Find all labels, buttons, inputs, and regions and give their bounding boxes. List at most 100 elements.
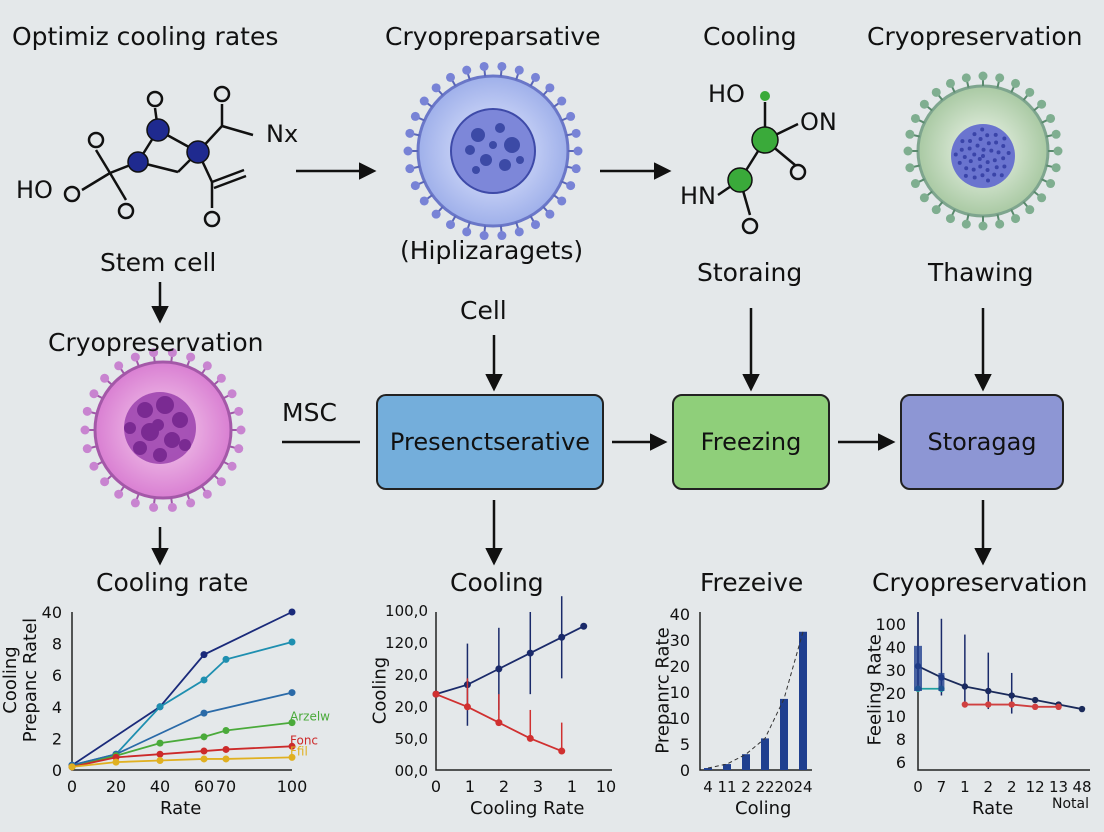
- chart1-point: [200, 709, 208, 717]
- chart4-x-tick: 13: [1049, 778, 1068, 796]
- mol1-ho: HO: [16, 176, 53, 204]
- cell-spike-bead: [1025, 87, 1035, 97]
- cell-spike-bead: [531, 220, 540, 230]
- chart1-series-line: [71, 745, 293, 768]
- chart2-y-tick: 50,0: [395, 730, 428, 748]
- nucleus-dot: [480, 154, 492, 166]
- chart3-y-tick: 0: [680, 761, 690, 780]
- chart4-x-tick: 7: [937, 778, 947, 796]
- nucleus-dot: [1001, 144, 1006, 149]
- label-msc: MSC: [282, 398, 337, 427]
- nucleus-dot: [953, 152, 958, 157]
- nucleus-dot: [980, 173, 985, 178]
- chart3-x-tick: 24: [793, 778, 812, 796]
- chart1-series-line: [71, 611, 293, 767]
- box-storagag: Storagag: [900, 394, 1064, 490]
- nucleus-dot: [986, 141, 991, 146]
- nucleus-dot: [972, 152, 977, 157]
- cell-spike-bead: [234, 406, 244, 416]
- nucleus-dot: [985, 133, 990, 138]
- chart3-x-tick: 4: [703, 778, 713, 796]
- chart1-legend-label: Fonc: [290, 733, 318, 747]
- chart2-series-line: [435, 625, 585, 696]
- cell-spike-bead: [514, 227, 524, 237]
- mol2-on: ON: [800, 108, 837, 136]
- nucleus-dot: [975, 143, 980, 148]
- nucleus-dot: [992, 172, 997, 177]
- chart1-point: [156, 703, 164, 711]
- nucleus-dot: [495, 123, 505, 133]
- chart2-x-tick: 2: [499, 777, 509, 796]
- cell-spike-bead: [978, 71, 988, 81]
- nucleus-dot: [164, 432, 180, 448]
- chart1-point: [288, 638, 296, 646]
- nucleus-dot: [152, 419, 164, 431]
- nucleus-dot: [137, 402, 153, 418]
- atom-green-small: [760, 91, 770, 101]
- chart2-x-tick: 1: [567, 777, 577, 796]
- atom-blue-1: [146, 118, 170, 142]
- cell-spike-bead: [566, 111, 576, 121]
- chart4-x-tick: 1: [960, 778, 970, 796]
- chart4-point: [985, 701, 992, 708]
- chart4-y-tick: 100: [875, 615, 906, 634]
- label-cryopreservation-left: Cryopreservation: [48, 328, 264, 357]
- cell-spike-bead: [931, 87, 941, 97]
- chart3-bar: [723, 764, 731, 770]
- nucleus-dot: [471, 128, 485, 142]
- chart4-y-tick: 30: [886, 661, 906, 680]
- chart4-x-tick: 2: [1007, 778, 1017, 796]
- nucleus-dot: [472, 166, 480, 174]
- cell-spike-bead: [234, 444, 244, 454]
- chart1-legend-label: Arzelw: [290, 710, 330, 724]
- cell-spike-bead: [216, 477, 226, 487]
- cell-spike-bead: [497, 231, 507, 241]
- nucleus-dot: [967, 146, 972, 151]
- chart1-point: [288, 689, 296, 697]
- chart2-title: Cooling: [450, 568, 544, 597]
- cell-spike-bead: [405, 128, 415, 138]
- cell-spike-bead: [130, 352, 140, 362]
- chart3-bar: [799, 631, 807, 770]
- nucleus-dot: [968, 139, 973, 144]
- cell-spike-bead: [216, 373, 226, 383]
- chart3-xlabel: Coling: [735, 798, 792, 819]
- mol2-ho: HO: [708, 80, 745, 108]
- nucleus-dot: [985, 167, 990, 172]
- cell-spike-bead: [566, 181, 576, 191]
- nucleus-dot: [993, 132, 998, 137]
- cell-spike-bead: [130, 498, 140, 508]
- chart3-bar: [780, 698, 788, 770]
- nucleus-dot: [957, 160, 962, 165]
- chart3-y-tick: 40: [670, 605, 690, 624]
- chart4-bar: [938, 672, 945, 691]
- chart3-x-tick: 22: [755, 778, 774, 796]
- nucleus-dot: [153, 448, 167, 462]
- cell-spike-bead: [227, 389, 237, 399]
- cell-spike-bead: [410, 181, 420, 191]
- chart2-x-tick: 10: [596, 777, 616, 796]
- chart1-point: [200, 747, 208, 755]
- chart2-y-tick: 00,0: [395, 762, 428, 780]
- nucleus-dot: [465, 145, 475, 155]
- nucleus-dot: [971, 167, 976, 172]
- nucleus-dot: [516, 156, 524, 164]
- cell-spike-bead: [514, 65, 524, 75]
- cell-spike-bead: [82, 406, 92, 416]
- chart3-y-tick: 5: [680, 735, 690, 754]
- cell-spike-bead: [961, 73, 971, 83]
- chart4-y-tick: 8: [896, 730, 906, 749]
- nucleus-dot: [499, 159, 511, 171]
- chart3-x-tick: 2: [741, 778, 751, 796]
- nucleus-dot: [964, 166, 969, 171]
- chart1-series-line: [71, 721, 293, 768]
- cell-spike-bead: [167, 348, 177, 358]
- chart4-point: [961, 701, 969, 708]
- nucleus-dot: [962, 155, 967, 160]
- title-cooling: Cooling: [703, 22, 797, 51]
- cell-spike-bead: [571, 128, 581, 138]
- nucleus-dot: [981, 154, 985, 158]
